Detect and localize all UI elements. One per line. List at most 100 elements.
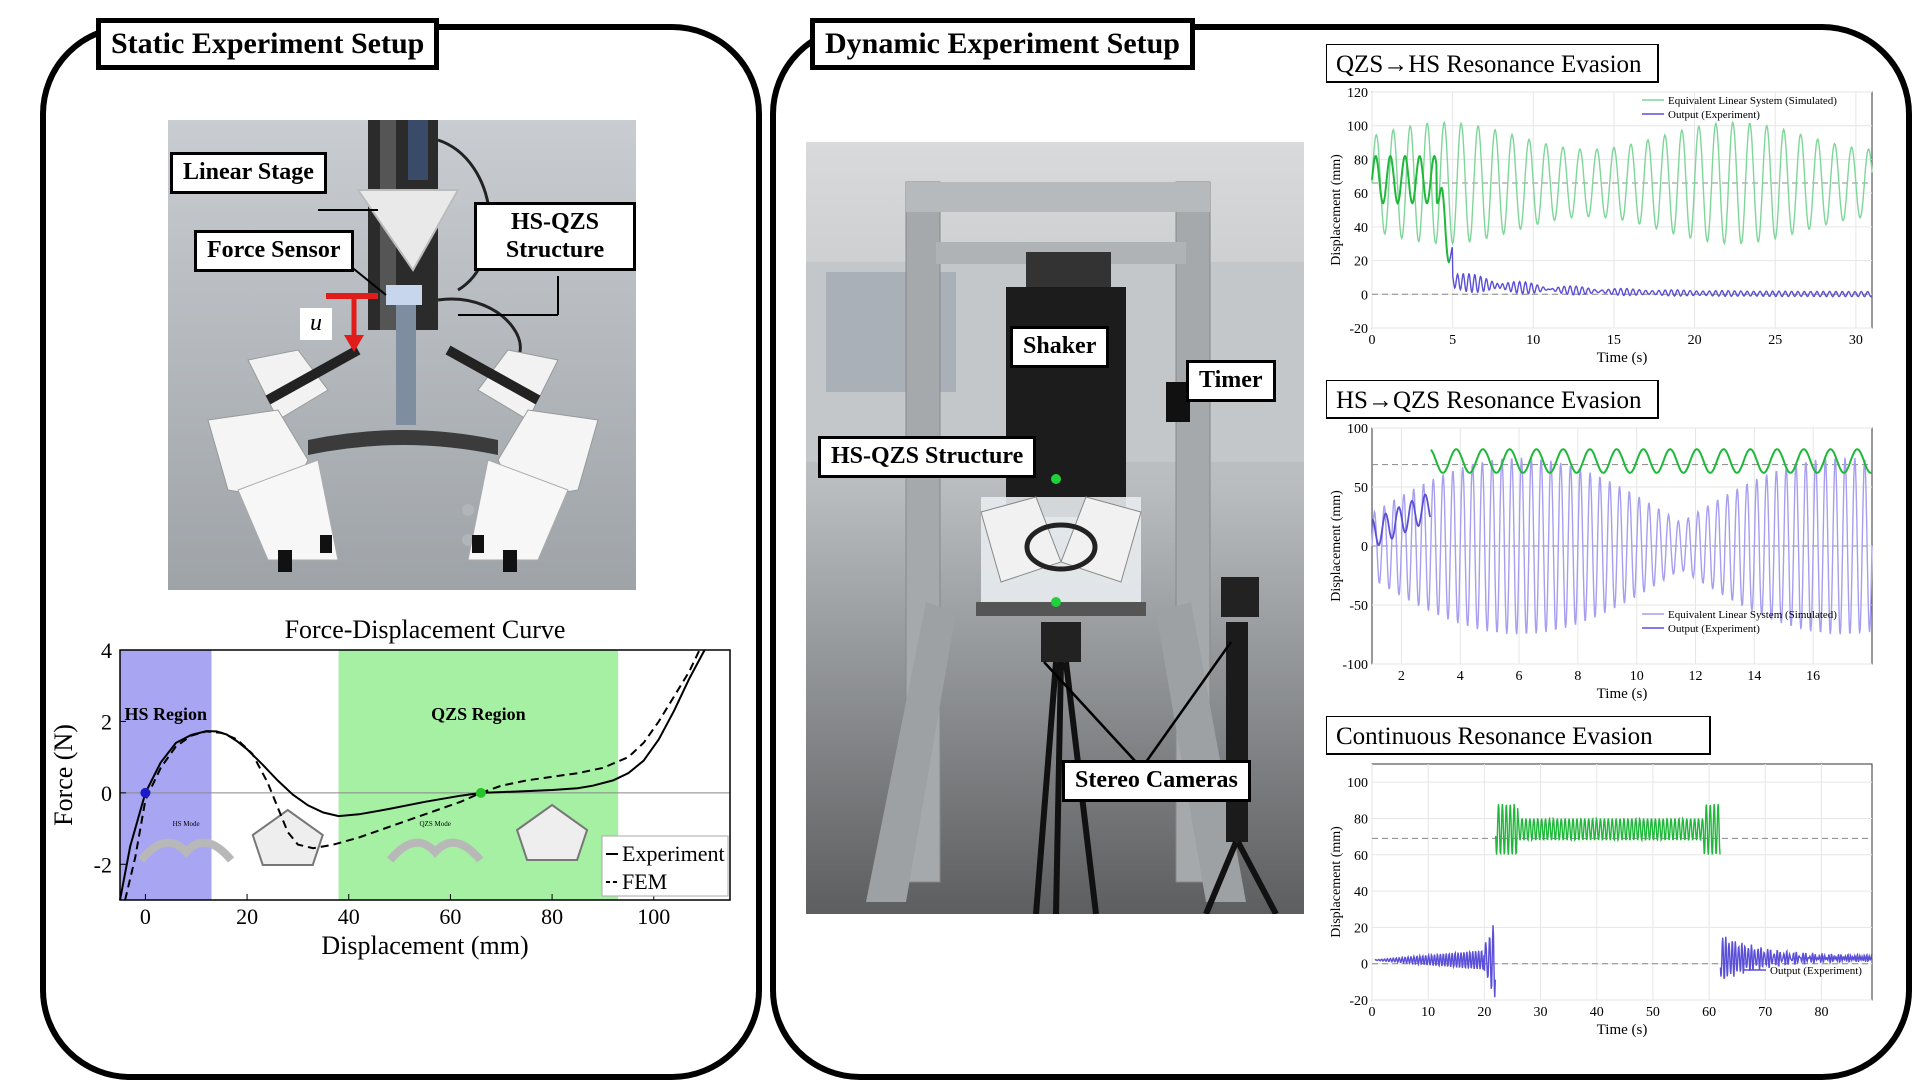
hs-qzs-structure-label: HS-QZS Structure [474, 202, 636, 272]
x-tick-label: 5 [1449, 333, 1456, 348]
region-label: HS Region [124, 704, 207, 724]
series-line-experiment [1371, 493, 1432, 546]
x-axis-label: Displacement (mm) [321, 931, 528, 960]
x-tick-label: 10 [1421, 1005, 1435, 1020]
y-tick-label: 20 [1354, 255, 1368, 270]
series-line-experiment [1445, 245, 1873, 298]
series-line-simulated [1371, 120, 1873, 246]
legend-label: Output (Experiment) [1668, 109, 1760, 121]
y-tick-label: 0 [101, 781, 112, 806]
static-setup-photo [168, 120, 636, 590]
y-tick-label: 0 [1361, 958, 1368, 973]
chart-title-box [1326, 380, 1659, 419]
mode-sketch [387, 838, 484, 863]
y-axis-label: Displacement (mm) [1329, 154, 1344, 266]
x-tick-label: 100 [637, 904, 670, 929]
chart-title: Force-Displacement Curve [285, 615, 566, 644]
x-tick-label: 0 [140, 904, 151, 929]
y-tick-label: 100 [1347, 120, 1368, 135]
y-tick-label: 40 [1354, 221, 1368, 236]
series-line-experiment-green [1430, 448, 1873, 474]
equilibrium-marker [140, 787, 151, 798]
x-tick-label: 40 [338, 904, 360, 929]
x-axis-label: Time (s) [1597, 350, 1648, 366]
chart-title-box [1326, 716, 1711, 755]
x-tick-label: 30 [1534, 1005, 1548, 1020]
y-axis-label: Displacement (mm) [1329, 826, 1344, 938]
x-tick-label: 80 [541, 904, 563, 929]
x-tick-label: 70 [1758, 1005, 1772, 1020]
y-tick-label: 100 [1347, 422, 1368, 437]
x-axis-label: Time (s) [1597, 1022, 1648, 1038]
linear-stage-label: Linear Stage [170, 152, 327, 194]
chart-title: QZS→HS Resonance Evasion [1336, 51, 1642, 78]
y-axis-label: Displacement (mm) [1329, 490, 1344, 602]
y-tick-label: 80 [1354, 812, 1368, 827]
x-tick-label: 25 [1768, 333, 1782, 348]
legend-label: Output (Experiment) [1668, 623, 1760, 635]
x-tick-label: 20 [236, 904, 258, 929]
hs-qzs-structure-dynamic-label: HS-QZS Structure [818, 436, 1037, 478]
y-tick-label: 80 [1354, 153, 1368, 168]
force-displacement-chart: Force-Displacement Curve HS Region QZS Reg… [50, 615, 731, 960]
y-tick-label: 100 [1347, 776, 1368, 791]
dynamic-panel-title: Dynamic Experiment Setup [810, 18, 1195, 70]
y-tick-label: 0 [1361, 288, 1368, 303]
legend-label: Equivalent Linear System (Simulated) [1668, 609, 1837, 621]
y-tick-label: 0 [1361, 540, 1368, 555]
x-tick-label: 0 [1369, 333, 1376, 348]
chart-title: Continuous Resonance Evasion [1336, 723, 1653, 750]
y-tick-label: -20 [1349, 322, 1368, 337]
hs-qzs-label-line1: HS-QZS [510, 209, 600, 235]
x-tick-label: 0 [1369, 1005, 1376, 1020]
x-tick-label: 16 [1806, 669, 1820, 684]
x-tick-label: 15 [1607, 333, 1621, 348]
static-panel-title: Static Experiment Setup [96, 18, 440, 70]
y-tick-label: -20 [1349, 994, 1368, 1009]
series-line-experiment-green [1495, 803, 1721, 856]
x-tick-label: 12 [1689, 669, 1703, 684]
x-tick-label: 14 [1747, 669, 1761, 684]
series-line-fem [124, 649, 701, 901]
chart-title-box [1326, 44, 1659, 83]
x-tick-label: 8 [1574, 669, 1581, 684]
x-tick-label: 80 [1814, 1005, 1828, 1020]
y-tick-label: 60 [1354, 187, 1368, 202]
legend-label: Output (Experiment) [1770, 965, 1862, 977]
stereo-cameras-label: Stereo Cameras [1062, 760, 1251, 802]
legend-label: Equivalent Linear System (Simulated) [1668, 95, 1837, 107]
x-tick-label: 10 [1526, 333, 1540, 348]
x-tick-label: 4 [1457, 669, 1464, 684]
y-tick-label: -2 [94, 852, 112, 877]
series-line-simulated [1371, 457, 1873, 635]
series-line-experiment [119, 649, 706, 901]
region-band [338, 650, 619, 900]
chart-title: HS→QZS Resonance Evasion [1336, 387, 1642, 414]
y-tick-label: 50 [1354, 481, 1368, 496]
x-tick-label: 40 [1590, 1005, 1604, 1020]
equilibrium-marker [475, 787, 486, 798]
series-line-experiment-green [1371, 154, 1451, 264]
mode-sketch [138, 838, 235, 863]
mode-label: QZS Mode [420, 820, 451, 828]
mode-label: HS Mode [173, 820, 200, 828]
x-axis-label: Time (s) [1597, 686, 1648, 702]
x-tick-label: 20 [1688, 333, 1702, 348]
y-tick-label: 40 [1354, 885, 1368, 900]
qzs-to-hs-chart: QZS→HS Resonance Evasion 0 5 10 15 20 25 30 120 1… [1326, 44, 1873, 366]
y-tick-label: 120 [1347, 86, 1368, 101]
plot-frame [119, 649, 731, 901]
x-tick-label: 30 [1849, 333, 1863, 348]
y-tick-label: 2 [101, 709, 112, 734]
timer-label: Timer [1186, 360, 1276, 402]
region-label: QZS Region [431, 704, 526, 724]
x-tick-label: 60 [439, 904, 461, 929]
legend-box [601, 835, 729, 897]
x-tick-label: 50 [1646, 1005, 1660, 1020]
shaker-label: Shaker [1010, 326, 1110, 368]
static-photo-illustration [168, 120, 636, 590]
mode-sketch [515, 803, 589, 861]
x-tick-label: 6 [1516, 669, 1523, 684]
